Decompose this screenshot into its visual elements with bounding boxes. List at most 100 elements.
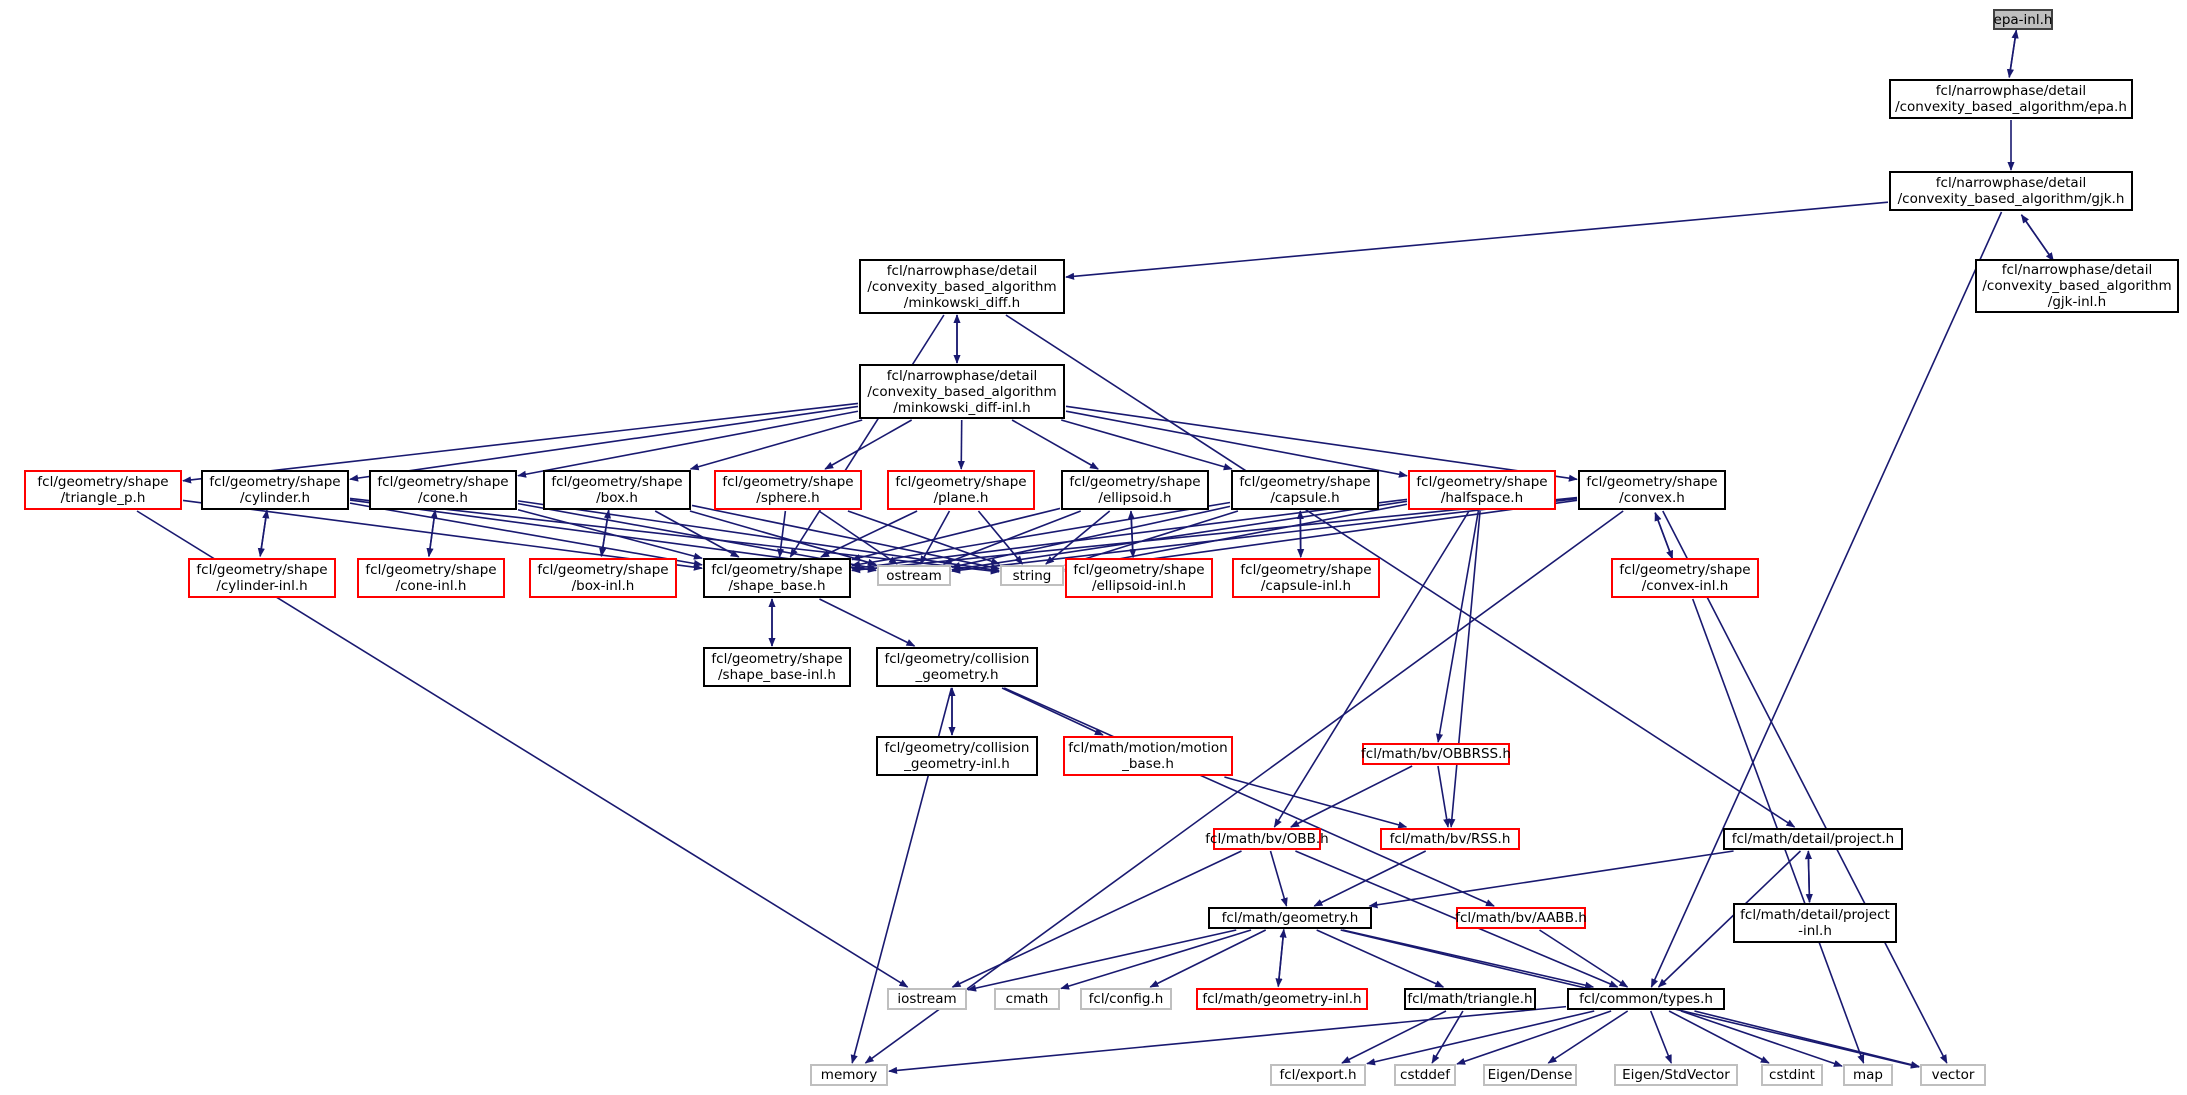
node-obb[interactable]: fcl/math/bv/OBB.h xyxy=(1205,828,1329,850)
node-shape-base[interactable]: fcl/geometry/shape /shape_base.h xyxy=(703,558,851,598)
node-cone-inl[interactable]: fcl/geometry/shape /cone-inl.h xyxy=(357,558,505,598)
node-label: fcl/math/triangle.h xyxy=(1407,991,1533,1007)
node-label: fcl/geometry/shape /sphere.h xyxy=(722,474,854,506)
node-label: fcl/geometry/shape /ellipsoid.h xyxy=(1069,474,1201,506)
edge-cylinder-to-shape-base xyxy=(349,502,703,567)
edge-rss-to-geometry xyxy=(1313,850,1427,907)
edge-ellipsoid-to-string xyxy=(1045,510,1111,565)
node-label: iostream xyxy=(897,991,957,1007)
node-rss[interactable]: fcl/math/bv/RSS.h xyxy=(1380,828,1520,850)
node-cone[interactable]: fcl/geometry/shape /cone.h xyxy=(369,470,517,510)
node-label: fcl/geometry/shape /shape_base-inl.h xyxy=(711,651,843,683)
node-types[interactable]: fcl/common/types.h xyxy=(1567,988,1725,1010)
node-label: fcl/geometry/shape /convex-inl.h xyxy=(1619,562,1751,594)
node-label: fcl/geometry/collision _geometry-inl.h xyxy=(884,740,1030,772)
edge-mink-inl-to-box xyxy=(689,419,863,471)
node-label: vector xyxy=(1931,1067,1975,1083)
edge-coll-geom-to-motion-base xyxy=(1001,687,1104,736)
node-motion-base[interactable]: fcl/math/motion/motion _base.h xyxy=(1063,736,1233,776)
edge-obbrss-to-rss xyxy=(1437,765,1451,828)
node-label: Eigen/StdVector xyxy=(1622,1067,1730,1083)
node-obbrss[interactable]: fcl/math/bv/OBBRSS.h xyxy=(1361,743,1511,765)
node-epa-inl[interactable]: epa-inl.h xyxy=(1993,9,2053,30)
edge-cone-to-string xyxy=(517,500,1000,574)
node-gjk[interactable]: fcl/narrowphase/detail /convexity_based_… xyxy=(1889,171,2133,211)
node-label: fcl/geometry/shape /convex.h xyxy=(1586,474,1718,506)
node-label: fcl/math/bv/OBB.h xyxy=(1205,831,1329,847)
node-label: fcl/geometry/shape /triangle_p.h xyxy=(37,474,169,506)
node-label: fcl/export.h xyxy=(1279,1067,1357,1083)
edge-geometry-to-types xyxy=(1342,929,1595,989)
node-geometry[interactable]: fcl/math/geometry.h xyxy=(1208,907,1372,929)
edge-halfspace-to-ostream xyxy=(951,500,1408,573)
node-label: fcl/geometry/shape /cylinder.h xyxy=(209,474,341,506)
node-capsule-inl[interactable]: fcl/geometry/shape /capsule-inl.h xyxy=(1232,558,1380,598)
node-shape-base-inl[interactable]: fcl/geometry/shape /shape_base-inl.h xyxy=(703,647,851,687)
node-label: cstddef xyxy=(1400,1067,1450,1083)
node-cylinder[interactable]: fcl/geometry/shape /cylinder.h xyxy=(201,470,349,510)
edge-capsule-to-ostream xyxy=(951,505,1231,569)
edge-geometry-to-cmath xyxy=(1060,929,1252,990)
node-eigen-dense: Eigen/Dense xyxy=(1483,1064,1577,1086)
edge-cylinder-inl-to-cylinder xyxy=(259,509,270,557)
edge-convex-to-memory xyxy=(864,510,1624,1064)
edges-layer xyxy=(136,29,2055,1075)
node-label: Eigen/Dense xyxy=(1487,1067,1573,1083)
node-label: memory xyxy=(820,1067,878,1083)
edge-mink-inl-to-sphere xyxy=(824,419,913,470)
edge-shape-base-to-coll-geom xyxy=(819,598,916,647)
node-mink-inl[interactable]: fcl/narrowphase/detail /convexity_based_… xyxy=(859,364,1065,419)
edge-convex-inl-to-convex xyxy=(1654,511,1674,560)
edge-mink-inl-to-capsule xyxy=(1061,419,1233,471)
edge-sphere-to-ostream xyxy=(818,510,898,565)
node-label: fcl/geometry/shape /capsule.h xyxy=(1239,474,1371,506)
node-label: fcl/geometry/shape /box.h xyxy=(551,474,683,506)
node-label: fcl/math/bv/OBBRSS.h xyxy=(1361,746,1511,762)
edge-gjk-to-types xyxy=(1650,211,2003,988)
node-label: fcl/math/geometry-inl.h xyxy=(1202,991,1362,1007)
edge-box-to-ostream xyxy=(689,510,877,566)
edge-coll-geom-to-aabb xyxy=(1003,687,1495,907)
node-label: fcl/math/bv/AABB.h xyxy=(1455,910,1587,926)
node-triangle[interactable]: fcl/math/triangle.h xyxy=(1404,988,1536,1010)
edge-sphere-to-shape-base xyxy=(777,510,787,558)
node-box[interactable]: fcl/geometry/shape /box.h xyxy=(543,470,691,510)
node-label: fcl/narrowphase/detail /convexity_based_… xyxy=(867,367,1057,416)
node-mink[interactable]: fcl/narrowphase/detail /convexity_based_… xyxy=(859,259,1065,314)
node-sphere[interactable]: fcl/geometry/shape /sphere.h xyxy=(714,470,862,510)
node-map: map xyxy=(1843,1064,1893,1086)
node-epa[interactable]: fcl/narrowphase/detail /convexity_based_… xyxy=(1889,79,2133,119)
edge-mink-inl-to-triangle-p xyxy=(182,402,859,484)
edge-halfspace-to-rss xyxy=(1448,510,1481,828)
node-capsule[interactable]: fcl/geometry/shape /capsule.h xyxy=(1231,470,1379,510)
node-cylinder-inl[interactable]: fcl/geometry/shape /cylinder-inl.h xyxy=(188,558,336,598)
edge-gjk-to-mink xyxy=(1065,201,1889,280)
edge-types-to-export xyxy=(1366,1010,1595,1066)
node-coll-geom-inl[interactable]: fcl/geometry/collision _geometry-inl.h xyxy=(876,736,1038,776)
node-label: epa-inl.h xyxy=(1993,11,2053,28)
node-halfspace[interactable]: fcl/geometry/shape /halfspace.h xyxy=(1408,470,1556,510)
edge-capsule-to-shape-base xyxy=(851,501,1231,568)
node-coll-geom[interactable]: fcl/geometry/collision _geometry.h xyxy=(876,647,1038,687)
node-label: fcl/geometry/shape /cylinder-inl.h xyxy=(196,562,328,594)
node-project-inl[interactable]: fcl/math/detail/project -inl.h xyxy=(1733,903,1897,943)
node-convex-inl[interactable]: fcl/geometry/shape /convex-inl.h xyxy=(1611,558,1759,598)
node-aabb[interactable]: fcl/math/bv/AABB.h xyxy=(1455,907,1587,929)
node-plane[interactable]: fcl/geometry/shape /plane.h xyxy=(887,470,1035,510)
node-project[interactable]: fcl/math/detail/project.h xyxy=(1723,828,1903,850)
edge-ellipsoid-to-ostream xyxy=(942,510,1082,565)
node-box-inl[interactable]: fcl/geometry/shape /box-inl.h xyxy=(529,558,677,598)
node-gjk-inl[interactable]: fcl/narrowphase/detail /convexity_based_… xyxy=(1975,259,2179,313)
node-label: ostream xyxy=(886,567,942,584)
node-ellipsoid-inl[interactable]: fcl/geometry/shape /ellipsoid-inl.h xyxy=(1065,558,1213,598)
edge-epa-to-epa-inl xyxy=(2008,29,2019,78)
edge-sphere-to-string xyxy=(847,510,1001,565)
edge-geometry-to-triangle xyxy=(1316,929,1445,988)
node-convex[interactable]: fcl/geometry/shape /convex.h xyxy=(1578,470,1726,510)
node-geometry-inl[interactable]: fcl/math/geometry-inl.h xyxy=(1196,988,1368,1010)
node-triangle-p[interactable]: fcl/geometry/shape /triangle_p.h xyxy=(24,470,182,510)
node-memory: memory xyxy=(810,1064,888,1086)
node-label: fcl/config.h xyxy=(1088,991,1164,1007)
node-ellipsoid[interactable]: fcl/geometry/shape /ellipsoid.h xyxy=(1061,470,1209,510)
